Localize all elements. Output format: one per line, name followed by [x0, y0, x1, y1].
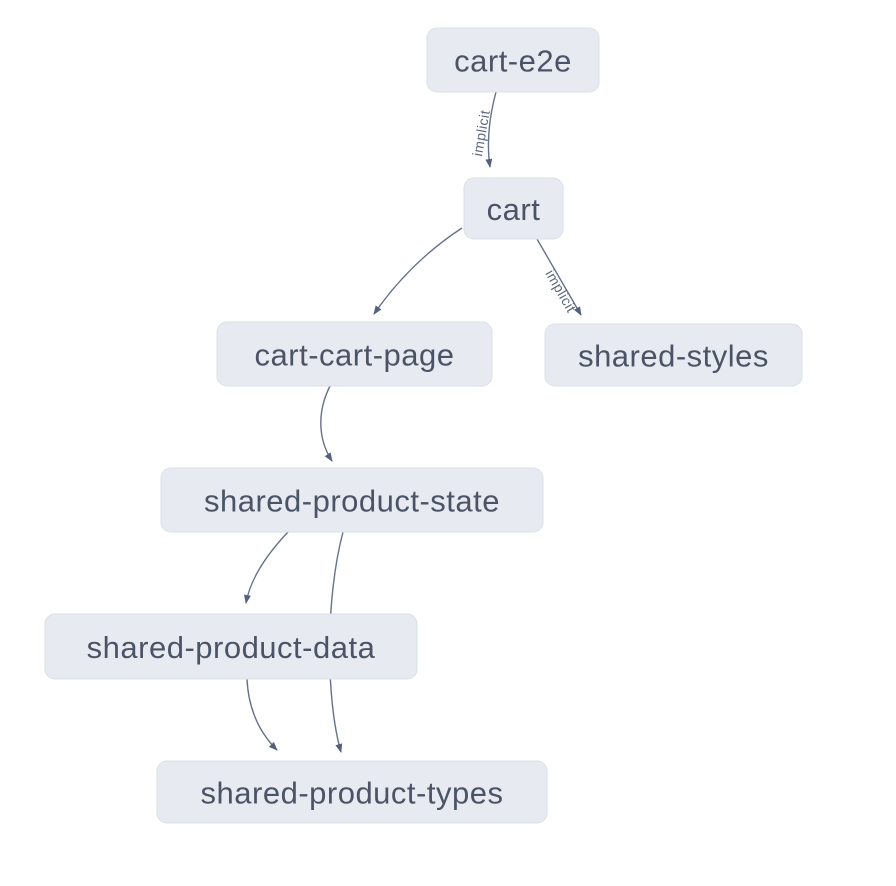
graph-node-shared-product-types[interactable]: shared-product-types: [156, 760, 548, 824]
graph-node-shared-styles[interactable]: shared-styles: [544, 323, 803, 387]
node-box-cart[interactable]: [463, 177, 564, 240]
node-label-shared-styles: shared-styles: [578, 339, 769, 374]
node-box-cart-e2e[interactable]: [426, 27, 600, 93]
node-box-shared-product-types[interactable]: [156, 760, 548, 824]
node-box-shared-product-state[interactable]: [160, 467, 544, 533]
node-box-shared-product-data[interactable]: [44, 613, 418, 680]
graph-edge-cart-to-shared-styles[interactable]: [536, 238, 582, 316]
graph-node-cart-e2e[interactable]: cart-e2e: [426, 27, 600, 93]
graph-edge-cart-to-cart-cart-page[interactable]: [373, 227, 463, 315]
node-box-shared-styles[interactable]: [544, 323, 803, 387]
node-label-shared-product-data: shared-product-data: [87, 630, 376, 665]
node-label-cart-cart-page: cart-cart-page: [255, 338, 455, 373]
node-box-cart-cart-page[interactable]: [216, 321, 493, 387]
graph-node-cart[interactable]: cart: [463, 177, 564, 240]
graph-edge-cart-e2e-to-cart[interactable]: [485, 91, 497, 168]
node-label-cart-e2e: cart-e2e: [454, 44, 572, 79]
graph-node-cart-cart-page[interactable]: cart-cart-page: [216, 321, 493, 387]
node-label-shared-product-state: shared-product-state: [204, 484, 500, 519]
node-label-shared-product-types: shared-product-types: [201, 776, 504, 811]
graph-edge-shared-product-state-to-shared-product-data[interactable]: [243, 531, 289, 604]
graph-node-shared-product-data[interactable]: shared-product-data: [44, 613, 418, 680]
graph-edge-cart-cart-page-to-shared-product-state[interactable]: [320, 385, 333, 462]
nodes-layer: cart-e2e cart cart-cart-page shared-styles s…: [44, 27, 803, 824]
node-label-cart: cart: [487, 192, 541, 227]
graph-node-shared-product-state[interactable]: shared-product-state: [160, 467, 544, 533]
graph-edge-shared-product-data-to-shared-product-types[interactable]: [246, 678, 278, 751]
edge-label-implicit: implicit: [542, 267, 579, 316]
